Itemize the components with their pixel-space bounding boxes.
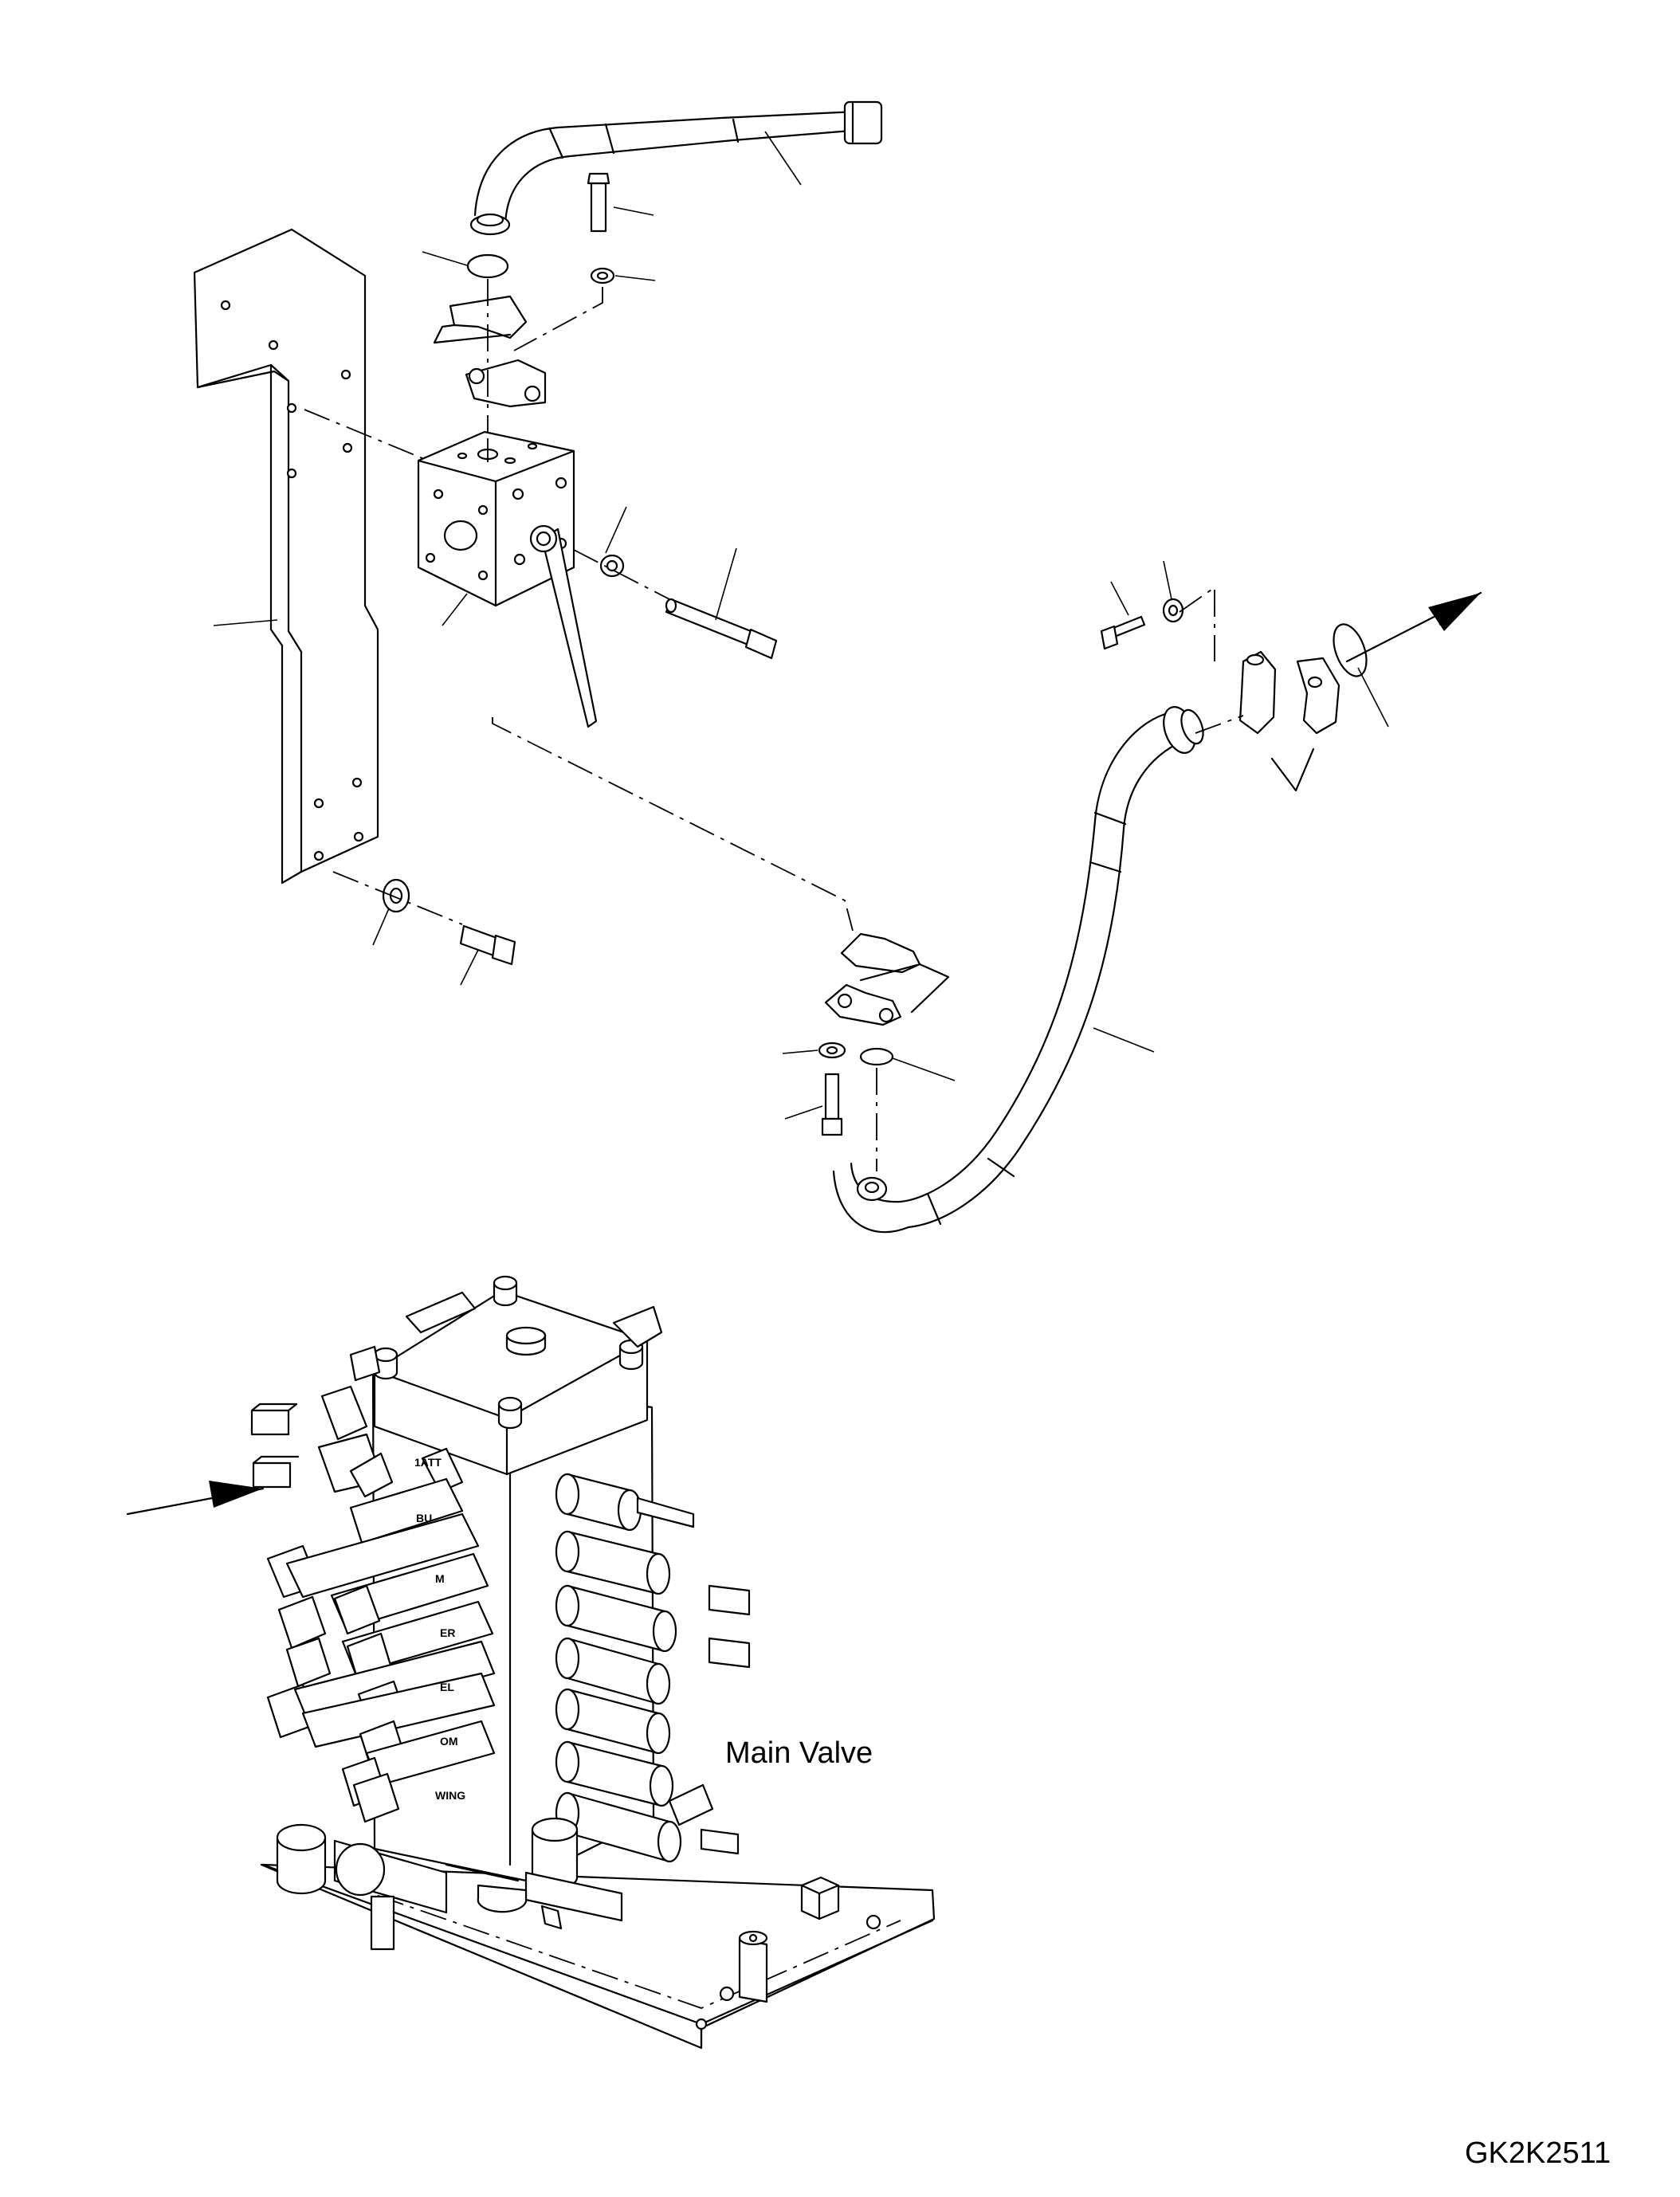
section-marking-travel: EL — [440, 1681, 454, 1693]
bolt-lower — [785, 1074, 842, 1135]
center-line — [1180, 590, 1211, 612]
left-spool-stack — [252, 1387, 494, 1822]
bracket-bolt — [461, 926, 515, 985]
washer-right — [1164, 561, 1183, 622]
side-washer — [601, 507, 626, 576]
manifold-block — [418, 432, 574, 626]
split-flange — [434, 296, 545, 406]
main-valve-assembly: 1ATT BU M ER EL OM WING — [252, 1277, 934, 2048]
split-flange-right — [1240, 652, 1339, 791]
center-line — [333, 872, 462, 924]
section-marking-1att: 1ATT — [414, 1456, 442, 1469]
washer — [591, 269, 655, 283]
section-marking-dozer: ER — [440, 1626, 455, 1639]
bolt-right — [1101, 582, 1144, 649]
mounting-bracket — [194, 230, 378, 883]
section-marking-bucket: BU — [416, 1512, 432, 1524]
long-bolt — [666, 548, 776, 658]
section-marking-swing: WING — [435, 1789, 465, 1802]
bottom-relief-valves — [277, 1818, 622, 1949]
center-line — [304, 410, 422, 458]
direction-arrow — [1347, 593, 1481, 661]
bleed-screw — [531, 526, 596, 727]
bolt — [588, 174, 654, 231]
center-line — [514, 287, 603, 351]
washer-lower — [783, 1043, 845, 1057]
split-flange-lower — [826, 934, 948, 1025]
center-line — [1195, 716, 1243, 733]
main-valve-label: Main Valve — [725, 1736, 873, 1770]
o-ring-right — [1327, 620, 1388, 727]
o-ring-lower — [861, 1049, 955, 1081]
center-line — [493, 717, 853, 931]
o-ring — [468, 255, 508, 277]
inlet-arrow — [128, 1481, 263, 1514]
upper-hose — [471, 102, 881, 234]
center-line — [574, 550, 669, 599]
section-marking-arm: OM — [440, 1735, 458, 1748]
section-marking-boom: M — [435, 1572, 445, 1585]
main-hose — [834, 703, 1207, 1233]
right-spool-stack — [556, 1474, 749, 1862]
drawing-code: GK2K2511 — [1465, 2136, 1611, 2170]
